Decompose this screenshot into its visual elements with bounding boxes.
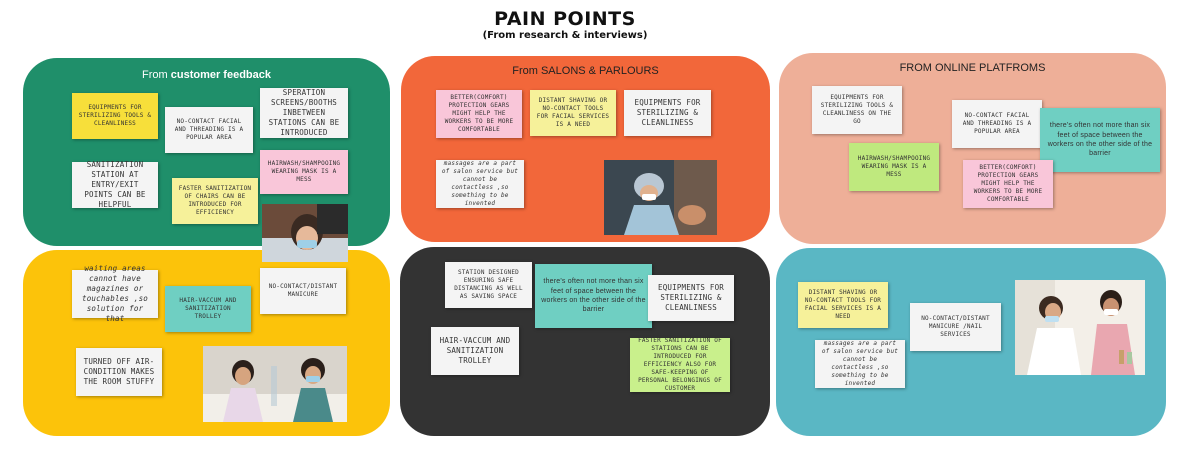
panel-title: From SALONS & PARLOURS [512, 65, 659, 77]
salon-photo-worker-ppe [604, 160, 717, 235]
sticky-note[interactable]: HAIR-VACCUM AND SANITIZATION TROLLEY [165, 286, 251, 332]
sticky-note[interactable]: BETTER(COMFORT) PROTECTION GEARS MIGHT H… [963, 160, 1053, 208]
sticky-note[interactable]: massages are a part of salon service but… [815, 340, 905, 388]
salon-photo-facial [1015, 280, 1145, 375]
salon-photo-child-hairwash [262, 204, 348, 262]
sticky-note[interactable]: massages are a part of salon service but… [436, 160, 524, 208]
sticky-note[interactable]: there's often not more than six feet of … [1040, 108, 1160, 172]
sticky-note[interactable]: DISTANT SHAVING OR NO-CONTACT TOOLS FOR … [530, 90, 616, 136]
sticky-note[interactable]: waiting areas cannot have magazines or t… [72, 264, 158, 323]
sticky-note[interactable]: STATION DESIGNED ENSURING SAFE DISTANCIN… [445, 262, 532, 308]
sticky-note[interactable]: EQUIPMENTS FOR STERILIZING TOOLS & CLEAN… [72, 93, 158, 139]
sticky-note[interactable]: FASTER SANITIZATION OF STATIONS CAN BE I… [630, 337, 730, 392]
sticky-note[interactable]: FASTER SANITIZATION OF CHAIRS CAN BE INT… [172, 178, 258, 224]
sticky-note[interactable]: NO-CONTACT FACIAL AND THREADING IS A POP… [165, 107, 253, 153]
sticky-note[interactable]: NO-CONTACT/DISTANT MANICURE [260, 268, 346, 314]
sticky-note[interactable]: EQUIPMENTS FOR STERILIZING & CLEANLINESS [624, 90, 711, 136]
sticky-note[interactable]: SANITIZATION STATION AT ENTRY/EXIT POINT… [72, 160, 158, 209]
sticky-note[interactable]: DISTANT SHAVING OR NO-CONTACT TOOLS FOR … [798, 282, 888, 328]
sticky-note[interactable]: there's often not more than six feet of … [535, 264, 652, 328]
panel-title: From customer feedback [142, 69, 271, 81]
sticky-note[interactable]: HAIRWASH/SHAMPOOING WEARING MASK IS A ME… [260, 150, 348, 194]
sticky-note[interactable]: HAIRWASH/SHAMPOOING WEARING MASK IS A ME… [849, 143, 939, 191]
page-title: PAIN POINTS [494, 8, 636, 30]
sticky-note[interactable]: NO-CONTACT FACIAL AND THREADING IS A POP… [952, 100, 1042, 148]
page-subtitle: (From research & interviews) [482, 30, 648, 41]
sticky-note[interactable]: TURNED OFF AIR-CONDITION MAKES THE ROOM … [76, 348, 162, 396]
sticky-note[interactable]: HAIR-VACCUM AND SANITIZATION TROLLEY [431, 327, 519, 375]
sticky-note[interactable]: EQUIPMENTS FOR STERILIZING TOOLS & CLEAN… [812, 86, 902, 134]
panel-title: FROM ONLINE PLATFROMS [899, 62, 1046, 74]
salon-photo-manicure [203, 346, 347, 422]
sticky-note[interactable]: EQUIPMENTS FOR STERILIZING & CLEANLINESS [648, 275, 734, 321]
sticky-note[interactable]: NO-CONTACT/DISTANT MANICURE /NAIL SERVIC… [910, 303, 1001, 351]
sticky-note[interactable]: SPERATION SCREENS/BOOTHS INBETWEEN STATI… [260, 88, 348, 138]
sticky-note[interactable]: BETTER(COMFORT) PROTECTION GEARS MIGHT H… [436, 90, 522, 138]
